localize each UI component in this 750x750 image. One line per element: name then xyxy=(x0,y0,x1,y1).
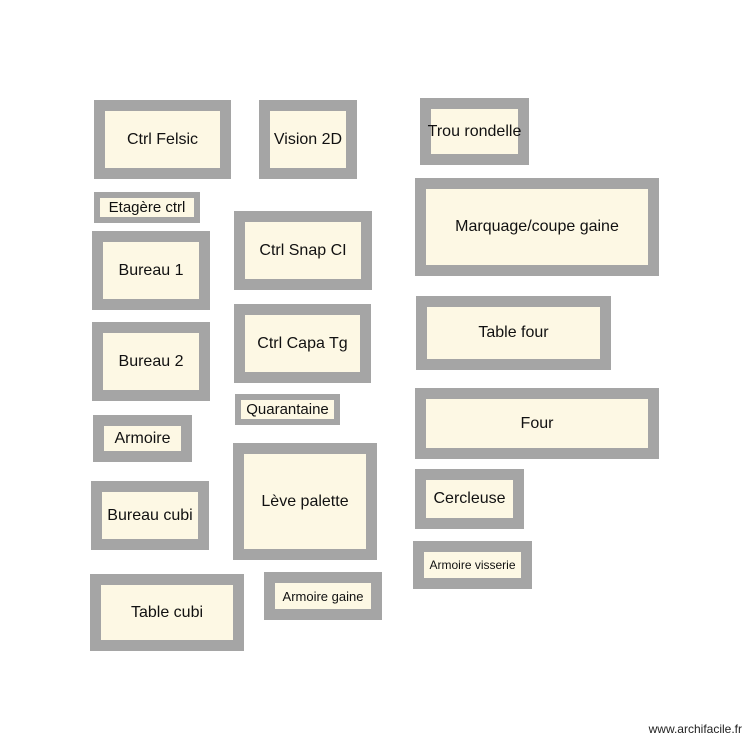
room-label: Vision 2D xyxy=(273,130,343,148)
room-label: Marquage/coupe gaine xyxy=(455,218,619,235)
room-label: Ctrl Capa Tg xyxy=(257,334,348,352)
room-etagere-ctrl[interactable]: Etagère ctrl xyxy=(94,192,200,223)
room-quarantaine[interactable]: Quarantaine xyxy=(235,394,340,425)
room-label: Cercleuse xyxy=(433,490,506,507)
room-label: Ctrl Snap CI xyxy=(259,241,347,259)
room-armoire-gaine[interactable]: Armoire gaine xyxy=(264,572,382,620)
room-ctrl-snap-ci[interactable]: Ctrl Snap CI xyxy=(234,211,372,290)
room-label: Quarantaine xyxy=(246,401,329,418)
room-label: Trou rondelle xyxy=(427,122,522,140)
room-label: Armoire xyxy=(114,429,171,447)
room-cercleuse[interactable]: Cercleuse xyxy=(415,469,524,529)
room-table-four[interactable]: Table four xyxy=(416,296,611,370)
room-armoire-visserie[interactable]: Armoire visserie xyxy=(413,541,532,589)
room-four[interactable]: Four xyxy=(415,388,659,459)
room-label: Etagère ctrl xyxy=(108,199,186,216)
room-label: Lève palette xyxy=(261,492,349,510)
room-ctrl-capa-tg[interactable]: Ctrl Capa Tg xyxy=(234,304,371,383)
room-label: Armoire visserie xyxy=(429,558,516,572)
room-leve-palette[interactable]: Lève palette xyxy=(233,443,377,560)
room-bureau-2[interactable]: Bureau 2 xyxy=(92,322,210,401)
room-label: Bureau 2 xyxy=(118,352,184,370)
room-armoire[interactable]: Armoire xyxy=(93,415,192,462)
room-label: Bureau 1 xyxy=(118,261,184,279)
room-vision-2d[interactable]: Vision 2D xyxy=(259,100,357,179)
room-label: Armoire gaine xyxy=(282,588,364,604)
room-trou-rondelle[interactable]: Trou rondelle xyxy=(420,98,529,165)
watermark-text: www.archifacile.fr xyxy=(648,722,742,736)
room-label: Four xyxy=(520,414,554,432)
room-label: Bureau cubi xyxy=(107,506,193,524)
room-marquage-coupe-gaine[interactable]: Marquage/coupe gaine xyxy=(415,178,659,276)
room-label: Ctrl Felsic xyxy=(126,130,199,148)
room-label: Table cubi xyxy=(130,603,204,621)
room-table-cubi[interactable]: Table cubi xyxy=(90,574,244,651)
room-bureau-1[interactable]: Bureau 1 xyxy=(92,231,210,310)
room-label: Table four xyxy=(478,324,549,341)
room-bureau-cubi[interactable]: Bureau cubi xyxy=(91,481,209,550)
room-ctrl-felsic[interactable]: Ctrl Felsic xyxy=(94,100,231,179)
